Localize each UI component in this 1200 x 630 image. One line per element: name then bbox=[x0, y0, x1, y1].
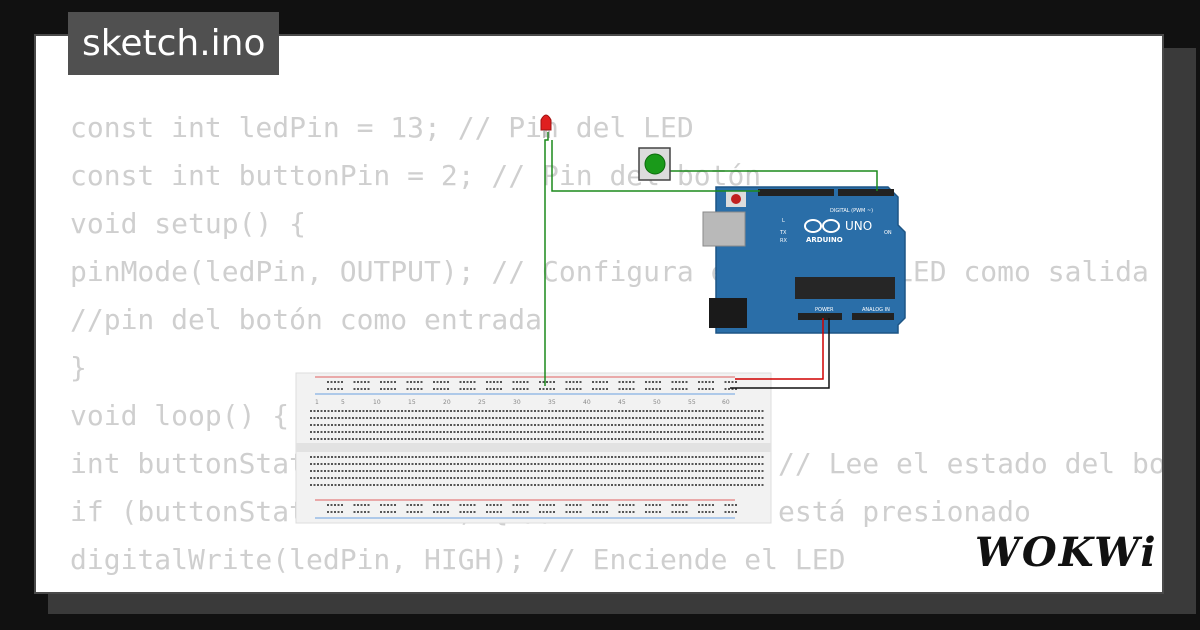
arduino-logo-icon bbox=[804, 219, 840, 233]
code-line: const int ledPin = 13; // Pin del LED bbox=[70, 111, 694, 144]
wires bbox=[544, 132, 878, 389]
on-led-label: ON bbox=[884, 230, 892, 236]
board-brand: ARDUINO bbox=[806, 236, 843, 244]
digital-header-right bbox=[838, 189, 894, 196]
code-line: } bbox=[70, 351, 87, 384]
arduino-uno-board[interactable]: DIGITAL (PWM ~) POWER ANALOG IN ARDUINO … bbox=[702, 186, 906, 334]
code-line: void setup() { bbox=[70, 207, 307, 240]
column-number: 10 bbox=[373, 399, 381, 406]
digital-header-left bbox=[758, 189, 834, 196]
column-number: 55 bbox=[688, 399, 696, 406]
code-line: //pin del botón como entrada bbox=[70, 303, 543, 336]
column-number: 15 bbox=[408, 399, 416, 406]
column-number: 60 bbox=[722, 399, 730, 406]
column-number: 35 bbox=[548, 399, 556, 406]
power-jack bbox=[709, 298, 747, 328]
column-number: 40 bbox=[583, 399, 591, 406]
tx-led-label: TX bbox=[779, 230, 787, 236]
analog-label: ANALOG IN bbox=[862, 307, 890, 313]
wire-led bbox=[544, 132, 549, 386]
rx-led-label: RX bbox=[780, 238, 787, 244]
column-number: 50 bbox=[653, 399, 661, 406]
l-led-label: L bbox=[782, 218, 785, 224]
board-model: UNO bbox=[845, 219, 872, 233]
preview-card: const int ledPin = 13; // Pin del LED con… bbox=[34, 34, 1164, 594]
column-number: 20 bbox=[443, 399, 451, 406]
analog-header bbox=[852, 313, 894, 320]
column-number: 45 bbox=[618, 399, 626, 406]
logo-text: WOKWi bbox=[975, 529, 1158, 576]
column-number: 30 bbox=[513, 399, 521, 406]
code-line: const int buttonPin = 2; // Pin del botó… bbox=[70, 159, 762, 192]
code-line: } else { bbox=[70, 584, 1132, 592]
wire-button-ground bbox=[551, 140, 760, 192]
column-number: 1 bbox=[315, 399, 319, 406]
code-line: void loop() { bbox=[70, 399, 290, 432]
power-header bbox=[798, 313, 842, 320]
led-component[interactable] bbox=[540, 114, 552, 138]
wire-button-to-pin bbox=[668, 170, 878, 191]
wire-5v bbox=[735, 318, 824, 380]
digital-label: DIGITAL (PWM ~) bbox=[830, 208, 873, 214]
power-label: POWER bbox=[815, 307, 834, 313]
reset-button-cap[interactable] bbox=[731, 194, 741, 204]
column-number: 25 bbox=[478, 399, 486, 406]
code-line: digitalWrite(ledPin, HIGH); // Enciende … bbox=[70, 543, 846, 576]
usb-port bbox=[702, 211, 746, 247]
breadboard-column-numbers: 1 5 10 15 20 25 30 35 40 45 50 55 60 bbox=[315, 399, 730, 406]
wokwi-logo: WOKWi bbox=[975, 528, 1158, 578]
wire-gnd bbox=[730, 318, 830, 389]
push-button-component[interactable] bbox=[638, 147, 671, 181]
breadboard-holes bbox=[310, 381, 764, 513]
microcontroller-chip bbox=[795, 277, 895, 299]
column-number: 5 bbox=[341, 399, 345, 406]
breadboard: 1 5 10 15 20 25 30 35 40 45 50 55 60 bbox=[295, 372, 772, 524]
file-name-tab: sketch.ino bbox=[68, 12, 280, 75]
